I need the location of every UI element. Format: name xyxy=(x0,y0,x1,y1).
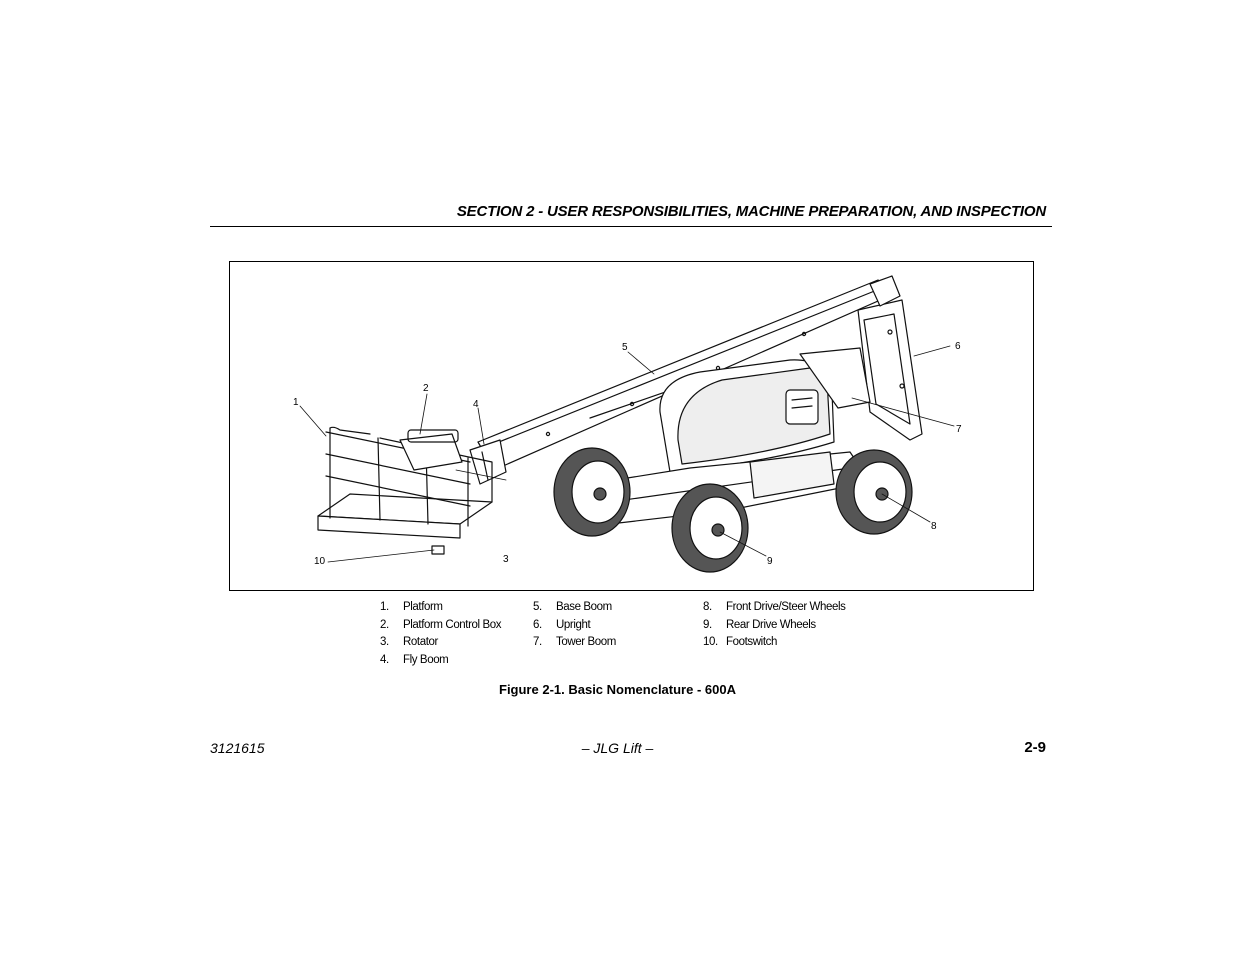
callout-7: 7 xyxy=(956,424,962,435)
callout-9: 9 xyxy=(767,556,773,567)
callout-5: 5 xyxy=(622,342,628,353)
callout-2: 2 xyxy=(423,383,429,394)
figure-frame: 1 2 3 4 5 6 7 8 9 10 xyxy=(229,261,1034,591)
chassis-drawing xyxy=(589,451,871,525)
boom-lift-illustration: 1 2 3 4 5 6 7 8 9 10 xyxy=(293,275,962,573)
rear-left-wheel xyxy=(553,447,631,537)
fly-boom-drawing xyxy=(469,439,507,485)
callout-4: 4 xyxy=(473,399,479,410)
callout-6: 6 xyxy=(955,341,961,352)
callout-3: 3 xyxy=(503,554,509,565)
front-drive-steer-wheel xyxy=(835,449,913,535)
rear-drive-wheel xyxy=(671,483,749,573)
section-title: SECTION 2 - USER RESPONSIBILITIES, MACHI… xyxy=(456,203,1046,220)
document-number: 3121615 xyxy=(210,740,265,756)
platform-drawing xyxy=(317,426,493,555)
leader-lines xyxy=(299,345,955,563)
header-rule xyxy=(210,226,1052,227)
figure-caption: Figure 2-1. Basic Nomenclature - 600A xyxy=(499,682,736,697)
upright-drawing xyxy=(857,299,923,441)
page-number: 2-9 xyxy=(1024,739,1046,756)
callout-8: 8 xyxy=(931,521,937,532)
callout-1: 1 xyxy=(293,397,299,408)
callout-10: 10 xyxy=(314,556,326,567)
footer-brand: – JLG Lift – xyxy=(581,740,654,756)
